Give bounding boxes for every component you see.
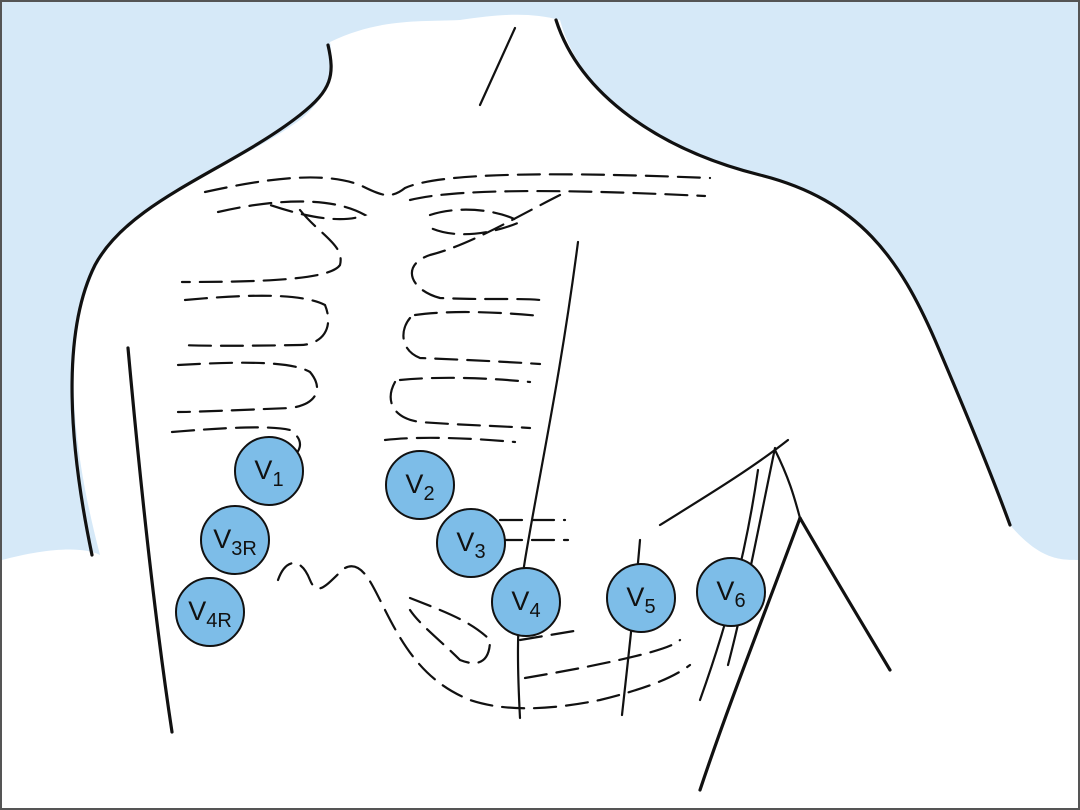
body-outline (70, 18, 1012, 792)
electrode-v4r-sub: 4R (206, 610, 232, 632)
anterior-axillary-line (726, 446, 777, 667)
electrode-v3r-sub: 3R (231, 538, 257, 560)
svg-text:V3: V3 (456, 527, 485, 563)
electrode-v4-letter: V (511, 586, 529, 616)
neck-left-line (70, 43, 333, 557)
electrode-v5-letter: V (626, 582, 644, 612)
svg-text:V4: V4 (511, 586, 540, 622)
electrode-v6-sub: 6 (734, 590, 745, 612)
svg-text:V6: V6 (716, 576, 745, 612)
electrodes: V1 V2 V3 V3R (175, 436, 766, 647)
electrode-v2-letter: V (405, 469, 423, 499)
electrode-v2[interactable]: V2 (385, 450, 455, 520)
electrode-v1[interactable]: V1 (234, 436, 304, 506)
midclavicular-line (516, 240, 580, 720)
electrode-v4r[interactable]: V4R (175, 577, 245, 647)
electrode-v6[interactable]: V6 (696, 557, 766, 627)
flank-line (698, 516, 802, 792)
electrode-v1-sub: 1 (272, 469, 283, 491)
electrode-v3[interactable]: V3 (436, 508, 506, 578)
arm-inner-line (798, 516, 892, 672)
electrode-v4-sub: 4 (529, 600, 540, 622)
svg-text:V1: V1 (254, 455, 283, 491)
electrode-v5[interactable]: V5 (606, 563, 676, 633)
electrode-v5-sub: 5 (644, 596, 655, 618)
electrode-v6-letter: V (716, 576, 734, 606)
svg-text:V4R: V4R (188, 596, 232, 632)
electrode-v3-sub: 3 (474, 541, 485, 563)
electrode-v1-letter: V (254, 455, 272, 485)
electrode-v3r[interactable]: V3R (200, 505, 270, 575)
svg-text:V5: V5 (626, 582, 655, 618)
electrode-v3-letter: V (456, 527, 474, 557)
sternum-right-line (773, 448, 802, 520)
electrode-v3r-letter: V (213, 524, 231, 554)
svg-text:V2: V2 (405, 469, 434, 505)
rib-cage-dashed (170, 173, 712, 710)
electrode-v4r-letter: V (188, 596, 206, 626)
neck-muscle-line (478, 26, 517, 107)
torso-silhouette (2, 14, 1078, 808)
electrode-v2-sub: 2 (423, 483, 434, 505)
svg-text:V3R: V3R (213, 524, 257, 560)
left-flank-line (126, 346, 174, 734)
neck-right-line (554, 18, 1012, 527)
electrode-v4[interactable]: V4 (491, 567, 561, 637)
